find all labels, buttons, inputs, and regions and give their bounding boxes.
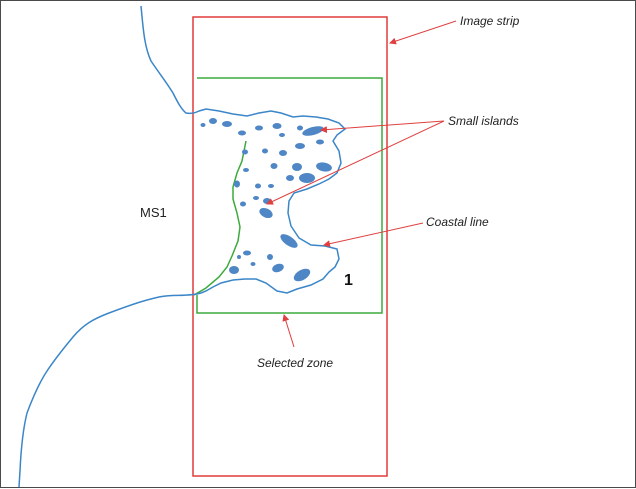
island [255, 125, 263, 131]
island [316, 162, 332, 172]
island [242, 149, 248, 155]
island [272, 263, 284, 273]
arrow-coastal-line [323, 222, 424, 248]
coastline-upper [140, 5, 347, 294]
label-small-islands: Small islands [448, 114, 519, 128]
island [237, 255, 241, 259]
island [234, 180, 240, 188]
selected-zone-rect [196, 77, 383, 314]
island [292, 163, 302, 171]
island [280, 234, 298, 248]
label-selected-zone: Selected zone [257, 356, 333, 370]
island [267, 254, 273, 260]
island [316, 139, 324, 145]
island [295, 143, 305, 149]
island [238, 130, 246, 136]
island [302, 126, 324, 136]
island [222, 121, 232, 127]
island [255, 183, 261, 189]
island [299, 173, 315, 183]
island [229, 266, 239, 274]
image-strip-rect [192, 16, 388, 477]
annotation-arrows [266, 20, 457, 348]
selected-zone-boundary [193, 140, 247, 296]
islands-group [200, 118, 332, 282]
label-image-strip: Image strip [460, 14, 520, 28]
arrow-image-strip [389, 20, 457, 45]
island [240, 201, 246, 207]
arrow-selected-zone [282, 314, 295, 348]
arrow-small-islands-2 [266, 120, 445, 205]
label-coastal-line: Coastal line [426, 215, 489, 229]
island [243, 250, 251, 256]
island [279, 133, 285, 137]
label-zone-number: 1 [344, 272, 353, 289]
island [243, 168, 249, 172]
island [286, 175, 294, 181]
coastline-lower [18, 292, 202, 488]
island [262, 148, 268, 154]
island [250, 262, 256, 266]
island [209, 118, 217, 124]
island [297, 125, 303, 131]
arrow-small-islands-1 [320, 120, 445, 134]
island [279, 150, 287, 156]
island [259, 207, 273, 219]
island [200, 123, 206, 127]
island [270, 163, 278, 169]
label-ms1: MS1 [140, 205, 167, 220]
island [293, 268, 311, 282]
island [268, 184, 274, 188]
island [253, 196, 259, 200]
island [272, 123, 282, 129]
